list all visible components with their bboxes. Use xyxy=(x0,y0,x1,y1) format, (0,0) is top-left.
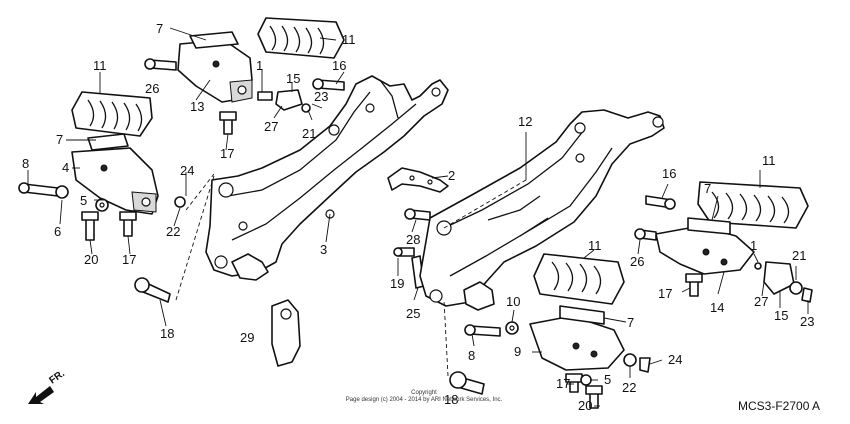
callout-10: 10 xyxy=(506,294,520,309)
callout-8: 8 xyxy=(468,348,475,363)
callout-21: 21 xyxy=(302,126,316,141)
callout-21: 21 xyxy=(792,248,806,263)
right-hardware xyxy=(449,195,813,409)
callout-20: 20 xyxy=(578,398,592,413)
callout-labels: 7 11 1 26 11 15 16 13 23 27 21 7 17 8 4 … xyxy=(22,21,814,413)
step-rubber-right-lower xyxy=(533,253,625,305)
step-holder-9 xyxy=(529,305,625,371)
callout-7: 7 xyxy=(627,315,634,330)
leader-lines xyxy=(27,27,809,407)
callout-17: 17 xyxy=(220,146,234,161)
callout-26: 26 xyxy=(630,254,644,269)
plate-part-29 xyxy=(271,299,301,367)
callout-22: 22 xyxy=(622,380,636,395)
callout-12: 12 xyxy=(518,114,532,129)
callout-17: 17 xyxy=(556,376,570,391)
callout-5: 5 xyxy=(80,193,87,208)
callout-14: 14 xyxy=(710,300,724,315)
step-rubber-upper-left xyxy=(257,17,345,59)
callout-27: 27 xyxy=(264,119,278,134)
callout-11: 11 xyxy=(342,32,356,47)
right-step-holder-bracket xyxy=(419,109,665,311)
callout-24: 24 xyxy=(180,163,194,178)
callout-17: 17 xyxy=(658,286,672,301)
callout-23: 23 xyxy=(800,314,814,329)
clamp-part-2 xyxy=(387,167,449,193)
left-hardware xyxy=(18,58,431,303)
callout-1: 1 xyxy=(750,238,757,253)
callout-17: 17 xyxy=(122,252,136,267)
callout-7: 7 xyxy=(704,181,711,196)
callout-11: 11 xyxy=(588,238,602,253)
step-holder-14 xyxy=(655,217,755,275)
callout-7: 7 xyxy=(56,132,63,147)
callout-18: 18 xyxy=(160,326,174,341)
callout-8: 8 xyxy=(22,156,29,171)
callout-5: 5 xyxy=(604,372,611,387)
step-holder-13 xyxy=(177,31,253,103)
callout-3: 3 xyxy=(320,242,327,257)
callout-24: 24 xyxy=(668,352,682,367)
callout-4: 4 xyxy=(62,160,69,175)
callout-27: 27 xyxy=(754,294,768,309)
callout-18: 18 xyxy=(444,392,458,407)
callout-28: 28 xyxy=(406,232,420,247)
callout-7: 7 xyxy=(156,21,163,36)
callout-16: 16 xyxy=(662,166,676,181)
left-step-holder-bracket xyxy=(205,75,449,281)
step-rubber-left xyxy=(71,91,153,137)
callout-11: 11 xyxy=(762,153,776,168)
copyright-title: Copyright xyxy=(411,390,437,396)
callout-11: 11 xyxy=(93,58,107,73)
callout-1: 1 xyxy=(256,58,263,73)
copyright-text: Page design (c) 2004 - 2014 by ARI Netwo… xyxy=(346,397,503,403)
callout-13: 13 xyxy=(190,99,204,114)
callout-15: 15 xyxy=(774,308,788,323)
step-rubber-right-upper xyxy=(697,181,809,229)
callout-19: 19 xyxy=(390,276,404,291)
diagram-code: MCS3-F2700 A xyxy=(738,399,820,413)
callout-25: 25 xyxy=(406,306,420,321)
callout-6: 6 xyxy=(54,224,61,239)
front-label: FR. xyxy=(47,368,67,386)
callout-16: 16 xyxy=(332,58,346,73)
callout-22: 22 xyxy=(166,224,180,239)
callout-29: 29 xyxy=(240,330,254,345)
step-holder-4 xyxy=(71,133,159,215)
callout-26: 26 xyxy=(145,81,159,96)
front-arrow-icon xyxy=(28,386,54,404)
callout-15: 15 xyxy=(286,71,300,86)
callout-9: 9 xyxy=(514,344,521,359)
callout-20: 20 xyxy=(84,252,98,267)
callout-2: 2 xyxy=(448,168,455,183)
callout-23: 23 xyxy=(314,89,328,104)
